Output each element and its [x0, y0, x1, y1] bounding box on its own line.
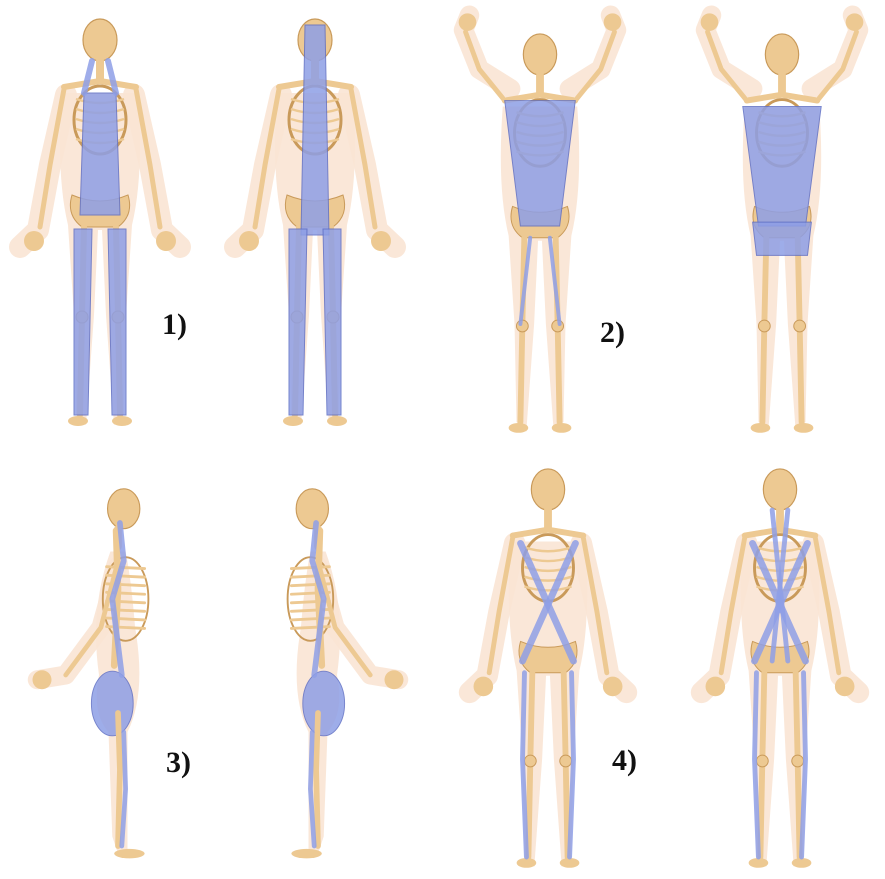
foot-right: [552, 423, 572, 433]
hand-right: [603, 677, 623, 697]
foot-left: [509, 423, 529, 433]
foot-left: [68, 416, 88, 426]
muscle-leg-right: [323, 229, 341, 415]
hand-left: [701, 13, 719, 31]
foot: [114, 849, 144, 859]
body-figure-1: [20, 19, 180, 426]
panel-label-4: 4): [612, 746, 637, 776]
knee-left: [524, 755, 536, 767]
foot-right: [327, 416, 347, 426]
skull: [763, 469, 796, 510]
body-figure-3: [459, 13, 622, 432]
hand-left: [706, 677, 726, 697]
hand: [32, 670, 51, 689]
hand-left: [459, 13, 477, 31]
muscle-leg-right: [108, 229, 126, 415]
rib: [291, 627, 329, 629]
knee-left: [756, 755, 768, 767]
muscle-gluteal: [91, 671, 133, 736]
body-figure-5: [32, 489, 148, 859]
foot-left: [517, 858, 537, 868]
leg-bone: [118, 713, 120, 846]
skull: [83, 19, 117, 61]
foot-left: [751, 423, 771, 433]
knee-right: [560, 755, 572, 767]
skull: [531, 469, 564, 510]
skull: [296, 489, 328, 529]
skull: [523, 34, 556, 75]
muscle-gluteal: [753, 222, 812, 255]
skull: [108, 489, 140, 529]
knee-right: [794, 320, 806, 332]
panel-label-1: 1): [162, 310, 187, 340]
body-figure-6: [288, 489, 404, 859]
muscle-leg-left: [74, 229, 92, 415]
rib: [107, 567, 145, 569]
foot: [291, 849, 321, 859]
muscle-abdominal: [80, 93, 120, 215]
foot-left: [283, 416, 303, 426]
body-figure-2: [235, 19, 395, 426]
body-figure-7: [470, 469, 627, 868]
hand-right: [846, 13, 864, 31]
foot-left: [749, 858, 769, 868]
hand: [385, 670, 404, 689]
panel-label-2: 2): [600, 318, 625, 348]
hand-right: [604, 13, 622, 31]
rib: [291, 567, 329, 569]
hand-right: [156, 231, 176, 251]
knee-left: [758, 320, 770, 332]
body-figure-4: [701, 13, 864, 432]
hand-left: [239, 231, 259, 251]
rib: [107, 627, 145, 629]
body-figure-8: [702, 469, 859, 868]
hand-left: [24, 231, 44, 251]
leg-bone: [316, 713, 318, 846]
hand-right: [835, 677, 855, 697]
muscle-spine: [301, 25, 329, 235]
panel-label-3: 3): [166, 748, 191, 778]
foot-right: [794, 423, 814, 433]
muscle-leg-left: [289, 229, 307, 415]
muscle-gluteal: [303, 671, 345, 736]
foot-right: [112, 416, 132, 426]
hand-left: [474, 677, 494, 697]
skull: [765, 34, 798, 75]
knee-right: [792, 755, 804, 767]
hand-right: [371, 231, 391, 251]
